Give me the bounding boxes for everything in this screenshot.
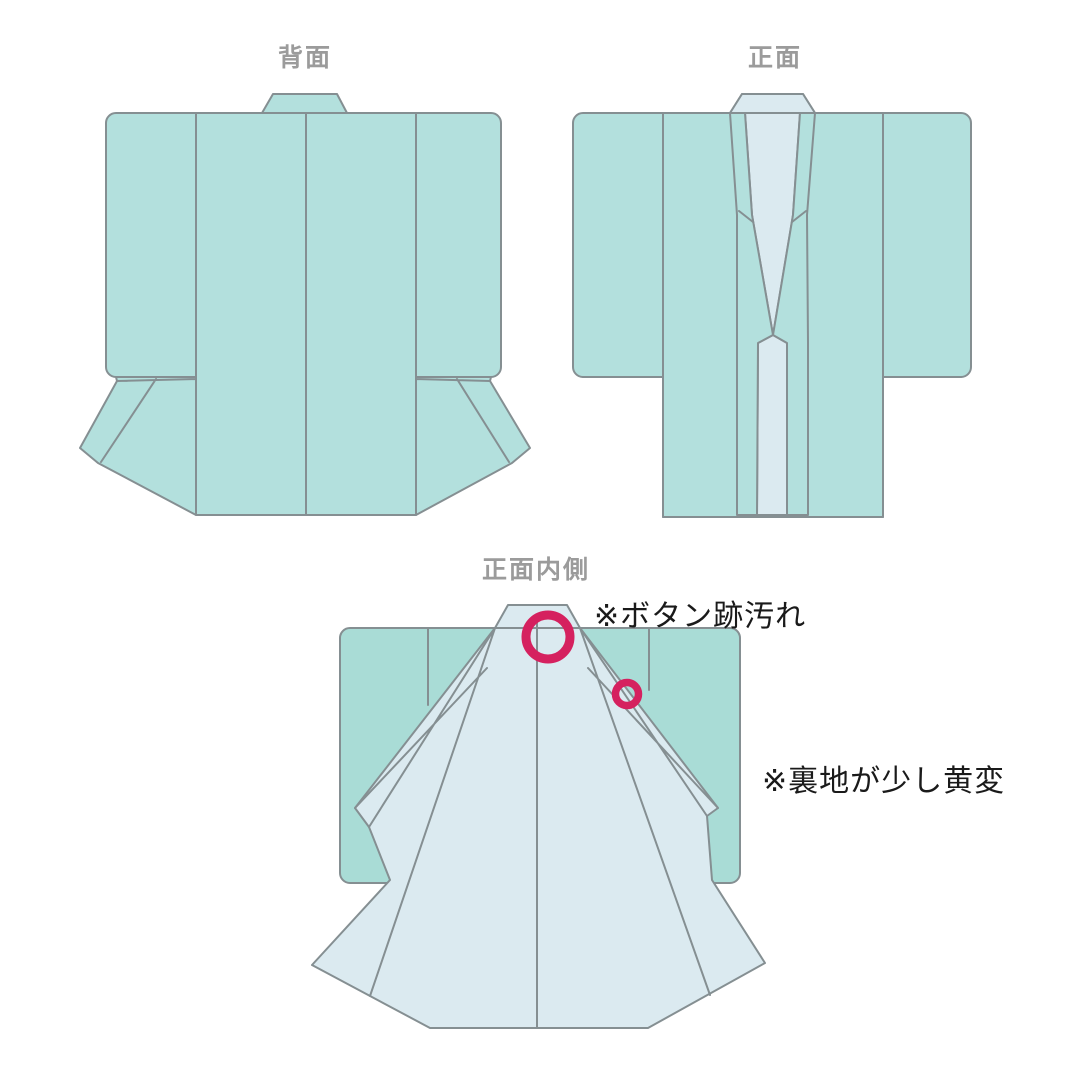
inside-back-panel-seams — [427, 627, 650, 706]
annotation-button-stain: ※ボタン跡汚れ — [594, 600, 806, 633]
back-view: 背面 — [79, 44, 531, 516]
front-inside-view: 正面内側 — [311, 556, 766, 1029]
inside-spread-lining — [311, 604, 766, 1029]
front-inside-view-label: 正面内側 — [482, 556, 590, 584]
back-seam-lines — [100, 112, 510, 516]
front-collar-band-right — [772, 112, 816, 516]
front-hem-strip-lining — [756, 334, 788, 516]
front-seam-lines — [582, 112, 962, 518]
annotation-lining-yellowing: ※裏地が少し黄変 — [762, 765, 1005, 798]
back-collar — [261, 93, 348, 114]
front-view-label: 正面 — [748, 44, 802, 72]
front-view: 正面 — [572, 44, 972, 518]
stain-marker-small — [611, 678, 643, 710]
front-neck-lining — [729, 93, 816, 114]
stain-marker-large — [521, 610, 575, 664]
back-view-label: 背面 — [278, 44, 332, 72]
inside-lining-seams — [354, 616, 719, 1029]
